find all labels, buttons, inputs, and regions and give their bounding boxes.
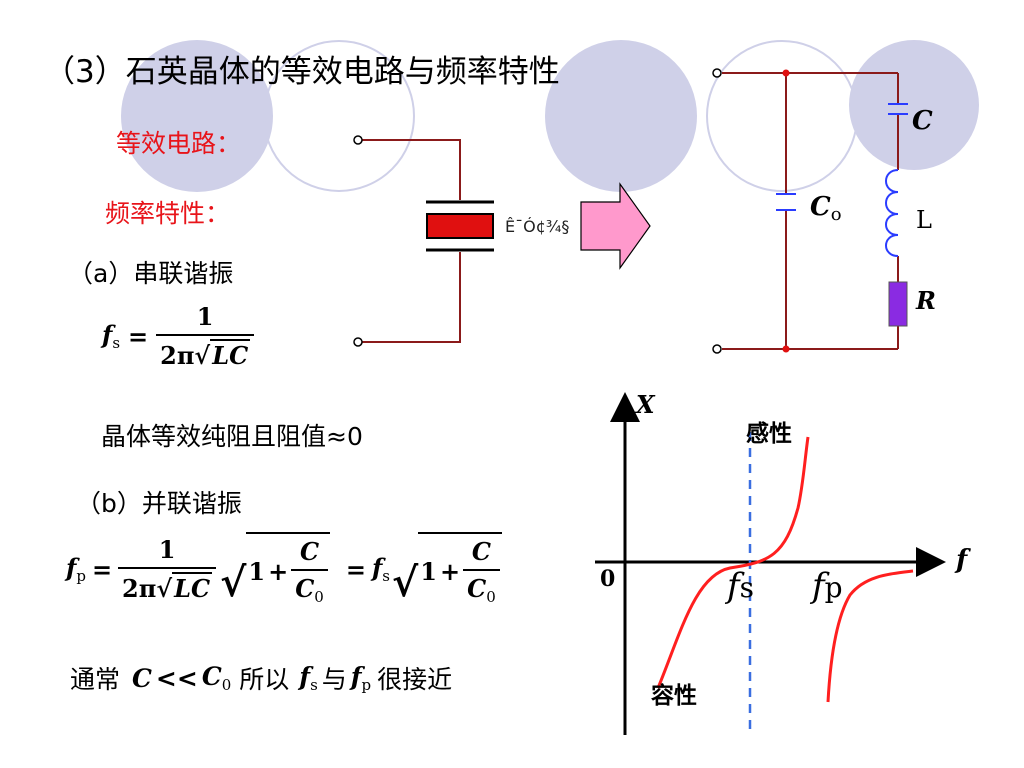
parallel-resonance-heading: （b）并联谐振 [76,489,242,518]
label-c: C [912,106,933,136]
graph-y-label: X [636,390,655,419]
label-l: L [916,206,932,234]
decor-circle-2 [263,40,415,192]
series-fraction: 1 2π√LC [156,302,255,370]
crystal-garbled-label: Ê¯Ó¢¾§ [505,217,570,236]
reactance-graph [595,392,946,735]
series-resonance-heading: （a）串联谐振 [68,259,234,288]
label-c0: Co [810,192,842,225]
decor-circle-1 [121,40,273,192]
capacitor-c0 [776,193,796,211]
fp-symbol: fp [66,553,86,585]
graph-x-label: f [956,545,968,575]
series-formula: fs = 1 2π√LC [102,302,255,370]
right-arrow-icon [580,182,651,270]
reactance-curve-left [656,436,810,689]
resistor [888,281,908,327]
equivalent-circuit [712,68,908,354]
graph-origin-label: 0 [600,566,616,592]
capacitive-label: 容性 [651,683,697,709]
inductor-coil [885,169,899,257]
decor-circle-5 [849,40,979,170]
capacitor-c [888,103,908,115]
fs-symbol: fs [102,320,121,352]
reactance-curve-right [826,569,914,703]
fs-marker-label: fs [727,566,754,606]
slide-title: （3）石英晶体的等效电路与频率特性 [44,54,560,90]
bottom-note: 通常 C << C0 所以 fs 与 fp 很接近 [70,662,453,694]
label-r: R [916,286,936,315]
decor-circle-3 [545,40,697,192]
crystal-symbol [353,135,651,347]
equiv-circuit-label: 等效电路： [116,129,242,158]
resistive-note: 晶体等效纯阻且阻值≈0 [101,422,363,451]
fp-marker-label: fp [812,566,843,606]
freq-char-label: 频率特性： [105,199,231,228]
inductive-label: 感性 [746,421,792,447]
